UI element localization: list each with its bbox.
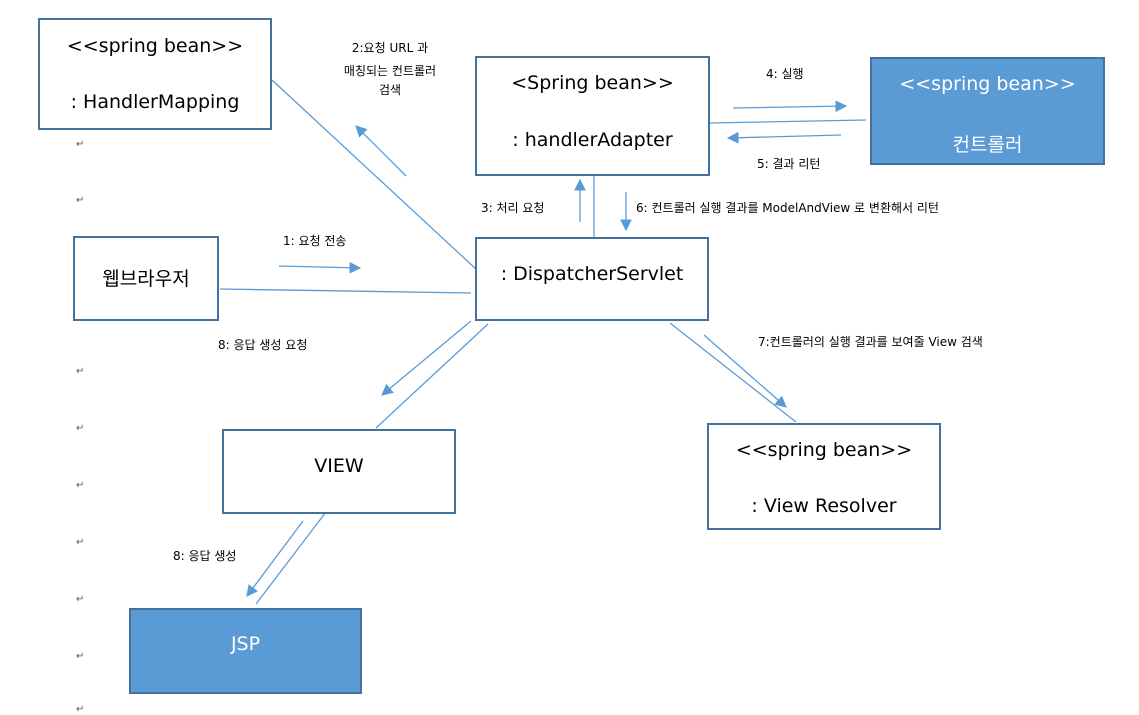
paragraph-mark: ↵ [76, 423, 85, 434]
controller-name: 컨트롤러 [952, 134, 1023, 156]
step6-label: 6: 컨트롤러 실행 결과를 ModelAndView 로 변환해서 리턴 [636, 201, 939, 215]
step5-arrow [726, 131, 842, 144]
step2-label-line1: 2:요청 URL 과 [351, 41, 429, 55]
web-browser-name: 웹브라우저 [102, 268, 190, 290]
step2-label-line2: 매칭되는 컨트롤러 [343, 64, 437, 78]
view-resolver-stereotype: <<spring bean>> [735, 439, 913, 461]
view-box: VIEW [222, 429, 456, 514]
handler-mapping-name: : HandlerMapping [70, 91, 240, 113]
step8-generate-label: 8: 응답 생성 [173, 549, 237, 563]
paragraph-mark: ↵ [76, 366, 85, 377]
view-name: VIEW [314, 455, 364, 477]
handler-mapping-box: <<spring bean>> : HandlerMapping [38, 18, 272, 130]
handler-mapping-stereotype: <<spring bean>> [66, 35, 244, 57]
view-connector [375, 323, 489, 429]
step8-request-arrow [381, 320, 472, 396]
step7-arrow [703, 334, 787, 408]
paragraph-mark: ↵ [76, 480, 85, 491]
step2-label: 2:요청 URL 과 매칭되는 컨트롤러 검색 [320, 40, 460, 98]
step1-arrow [278, 261, 362, 274]
dispatcher-servlet-box: : DispatcherServlet [475, 237, 709, 321]
step4-arrow [732, 100, 848, 113]
dispatcher-servlet-name: : DispatcherServlet [500, 263, 684, 285]
paragraph-mark: ↵ [76, 139, 85, 150]
view-resolver-name: : View Resolver [751, 495, 897, 517]
handler-adapter-stereotype: <Spring bean>> [511, 72, 674, 94]
step2-label-line3: 검색 [378, 83, 402, 97]
paragraph-mark: ↵ [76, 195, 85, 206]
handler-adapter-box: <Spring bean>> : handlerAdapter [475, 56, 710, 176]
jsp-name: JSP [230, 633, 261, 655]
step1-label: 1: 요청 전송 [283, 234, 347, 248]
paragraph-mark: ↵ [76, 594, 85, 605]
browser-connector [219, 288, 472, 294]
step4-label: 4: 실행 [766, 67, 804, 81]
jsp-box: JSP [129, 608, 362, 694]
mapping-connector [271, 79, 478, 271]
controller-stereotype: <<spring bean>> [899, 73, 1076, 95]
handler-adapter-name: : handlerAdapter [512, 129, 673, 151]
view-resolver-box: <<spring bean>> : View Resolver [707, 423, 941, 530]
step8-generate-arrow [246, 520, 304, 597]
controller-box: <<spring bean>> 컨트롤러 [870, 57, 1105, 165]
jsp-connector [255, 511, 327, 605]
step5-label: 5: 결과 리턴 [757, 157, 821, 171]
adapter-controller-connector [709, 119, 867, 124]
paragraph-mark: ↵ [76, 704, 85, 715]
step2-arrow [355, 125, 407, 177]
web-browser-box: 웹브라우저 [73, 236, 219, 321]
step3-label: 3: 처리 요청 [481, 201, 545, 215]
step8-request-label: 8: 응답 생성 요청 [218, 338, 308, 352]
paragraph-mark: ↵ [76, 651, 85, 662]
step7-label: 7:컨트롤러의 실행 결과를 보여줄 View 검색 [758, 335, 983, 349]
paragraph-mark: ↵ [76, 537, 85, 548]
